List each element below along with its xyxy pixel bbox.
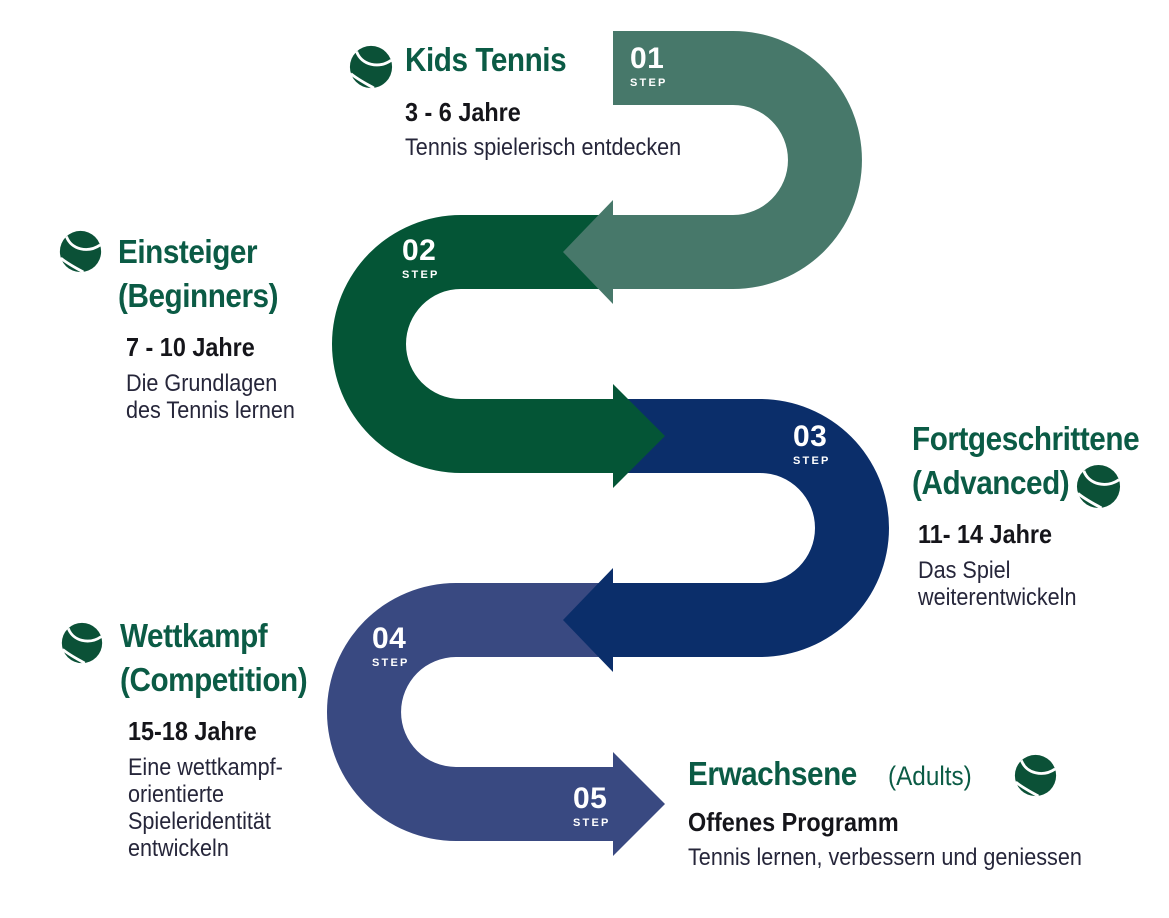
step1-age: 3 - 6 Jahre [405,96,521,127]
step1-arc-path [613,31,862,289]
step3-step-word: STEP [793,455,831,467]
tennis-ball-icon [1076,464,1121,510]
ball-seam [59,256,85,274]
step5-arrowhead [613,752,665,856]
ball-seam [349,72,375,90]
step2-info: Einsteiger (Beginners) 7 - 10 Jahre Die … [118,230,314,424]
step4-step-word: STEP [372,657,410,669]
ball-seam [1020,759,1056,775]
step1-number: 01 [630,42,665,75]
step3-title: Fortgeschrittene [912,420,1140,457]
step5-step-word: STEP [573,817,611,829]
step5-info: Erwachsene (Adults) Offenes Programm Ten… [688,752,1126,871]
step2-step-word: STEP [402,269,440,281]
step2-number: 02 [402,234,437,267]
step2-badge: 02 STEP [402,236,440,281]
step3-arc-path [613,399,889,657]
step2-subtitle: (Beginners) [118,276,279,314]
step5-badge: 05 STEP [573,784,611,829]
ball-seam [355,51,392,67]
step5-title: Erwachsene [688,755,857,792]
step4-description-line: Spieleridentität [128,807,271,835]
tennis-ball-icon [59,230,102,274]
step4-description-line: entwickeln [128,834,229,862]
step3-info: Fortgeschrittene (Advanced) 11- 14 Jahre… [912,417,1164,611]
tennis-ball-icon [1014,754,1057,798]
step3-number: 03 [793,420,828,453]
step3-arrowhead [563,568,613,672]
step1-description-line: Tennis spielerisch entdecken [405,134,682,162]
step1-arrowhead [563,200,613,304]
step4-description-line: orientierte [128,780,225,808]
step4-subtitle: (Competition) [120,660,308,698]
step4-title: Wettkampf [120,617,268,654]
step1-badge: 01 STEP [630,44,668,89]
step2-arc-path [332,215,613,473]
step4-arc-path [327,583,613,841]
step4-age: 15-18 Jahre [128,716,257,747]
step3-description-line: weiterentwickeln [918,583,1077,611]
step1-info: Kids Tennis 3 - 6 Jahre Tennis spieleris… [405,38,712,161]
step5-description-line: Tennis lernen, verbessern und geniessen [688,844,1082,872]
step1-step-word: STEP [630,77,668,89]
step5-number: 05 [573,782,608,815]
step4-info: Wettkampf (Competition) 15-18 Jahre Eine… [120,614,328,862]
ball-seam [1014,780,1040,798]
step2-arrowhead [613,384,665,488]
step3-subtitle: (Advanced) [912,463,1070,501]
step2-description-line: des Tennis lernen [126,396,295,424]
ball-seam [66,627,103,643]
step3-age: 11- 14 Jahre [918,519,1053,550]
ball-seam [65,235,101,251]
tennis-ball-icon [349,45,393,90]
step3-badge: 03 STEP [793,422,831,467]
ball-seam [1076,492,1103,510]
step5-subtitle: (Adults) [887,761,972,791]
step4-badge: 04 STEP [372,624,410,669]
step4-description-line: Eine wettkampf- [128,753,283,781]
step4-number: 04 [372,622,407,655]
ball-seam [1082,470,1120,486]
tennis-ball-icon [61,622,103,665]
step1-title: Kids Tennis [405,41,567,78]
step2-description-line: Die Grundlagen [126,369,278,397]
step5-program: Offenes Programm [688,806,899,837]
ball-seam [61,648,86,665]
step2-title: Einsteiger [118,233,258,270]
step2-age: 7 - 10 Jahre [126,332,255,363]
step3-description-line: Das Spiel [918,556,1011,584]
